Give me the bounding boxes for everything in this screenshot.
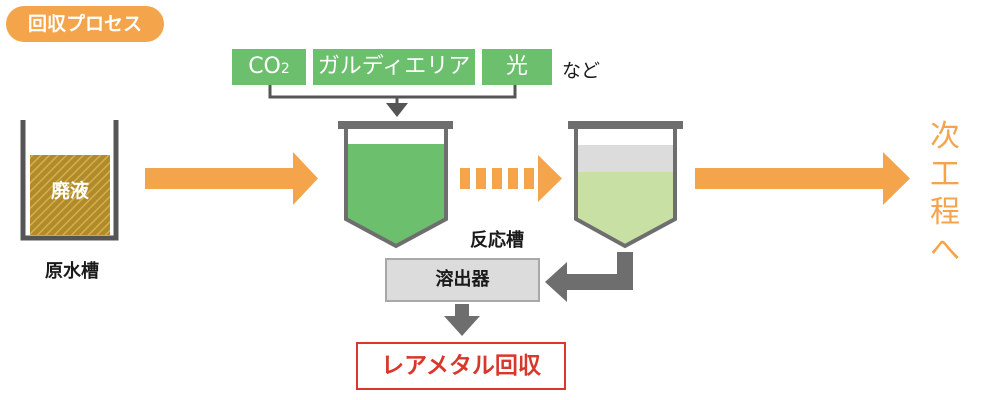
dashed-arrow [460, 155, 562, 202]
co2-box: CO2 [232, 49, 306, 85]
etc-label: など [562, 60, 601, 82]
reactor-tank-green [338, 121, 453, 249]
arrow-to-next [695, 152, 910, 205]
reactor-label: 反応槽 [470, 230, 524, 251]
next-step-char: 工 [930, 157, 960, 192]
next-step-char: へ [930, 233, 960, 268]
rare-metal-recovery: レアメタル回収 [356, 342, 566, 390]
input-arrow [386, 103, 408, 117]
galdieria-box: ガルディエリア [313, 49, 475, 85]
reactor-tank-light [568, 121, 683, 249]
light-box: 光 [482, 49, 552, 85]
arrow-to-reactor [145, 152, 318, 205]
next-step-char: 程 [930, 195, 960, 230]
raw-water-tank [20, 120, 119, 241]
dissolver-box: 溶出器 [385, 258, 540, 302]
arrow-to-dissolver [545, 252, 633, 302]
next-step-char: 次 [930, 119, 960, 154]
next-step-label: 次 工 程 へ [928, 118, 962, 270]
co2-label: CO [248, 54, 281, 79]
waste-liquid-label: 廃液 [50, 180, 89, 202]
raw-tank-label: 原水槽 [45, 261, 99, 282]
input-bracket [268, 85, 517, 104]
process-badge: 回収プロセス [6, 6, 164, 42]
co2-subscript: 2 [280, 61, 290, 77]
arrow-to-result [444, 304, 480, 336]
